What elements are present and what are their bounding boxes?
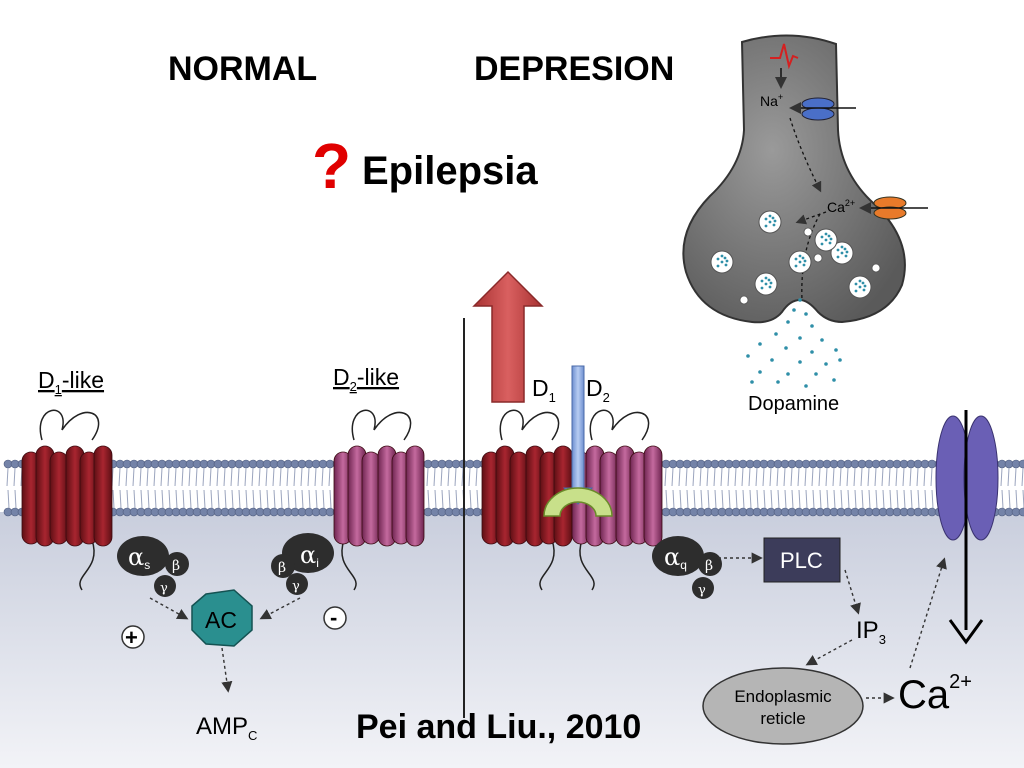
adenylyl-cyclase-icon	[191, 589, 253, 647]
g-protein-i: αi β γ	[271, 533, 334, 595]
svg-text:γ: γ	[698, 583, 706, 598]
header-normal: NORMAL	[168, 50, 317, 88]
svg-text:γ: γ	[160, 581, 168, 596]
minus-sign: -	[330, 605, 337, 630]
d1-like-label: D1-like	[38, 367, 104, 397]
svg-text:αi: αi	[300, 541, 319, 570]
header-depression: DEPRESION	[474, 50, 674, 88]
er-label-line1: Endoplasmic	[734, 687, 832, 706]
svg-text:αq: αq	[664, 543, 687, 572]
action-potential-icon	[770, 43, 799, 70]
svg-text:γ: γ	[292, 579, 300, 594]
ac-label: AC	[205, 607, 237, 633]
calcium-channel-icon	[873, 196, 907, 220]
svg-text:β: β	[278, 560, 286, 576]
d2-label: D2	[586, 375, 610, 405]
ca-ion-label: Ca2+	[898, 671, 972, 717]
svg-text:β: β	[172, 558, 180, 574]
svg-text:αs: αs	[128, 543, 150, 572]
calcium-ion-channel-icon	[935, 415, 999, 541]
plc-label: PLC	[780, 548, 823, 573]
g-protein-s: αs β γ	[117, 536, 189, 597]
heterodimer-binding-icon	[543, 487, 613, 517]
epilepsia-title: Epilepsia	[362, 149, 538, 193]
dopamine-label: Dopamine	[748, 393, 839, 415]
na-label: Na+	[760, 92, 783, 109]
synaptic-vesicles	[710, 210, 881, 305]
d2-like-receptor	[333, 409, 425, 591]
endoplasmic-reticulum-icon	[702, 667, 864, 745]
amp-label: AMPC	[196, 713, 257, 743]
ca-neuron-label: Ca2+	[827, 198, 855, 215]
plus-sign: +	[125, 625, 138, 650]
svg-text:β: β	[705, 558, 713, 574]
sodium-channel-icon	[801, 97, 835, 121]
er-label-line2: reticle	[760, 709, 805, 728]
presynaptic-neuron	[682, 34, 928, 324]
question-mark: ?	[312, 130, 351, 202]
increase-arrow-icon	[472, 270, 544, 403]
plc-box	[763, 537, 841, 583]
released-dopamine-dots	[746, 298, 842, 388]
signaling-pathway-arrows	[149, 552, 947, 704]
d1-like-receptor	[21, 409, 113, 591]
ip3-label: IP3	[856, 617, 886, 647]
d1-receptor	[481, 409, 573, 591]
g-protein-q: αq β γ	[652, 536, 722, 599]
d1-label: D1	[532, 375, 556, 405]
d2-like-label: D2-like	[333, 364, 399, 394]
citation-label: Pei and Liu., 2010	[356, 708, 641, 746]
agonist-arrow-icon	[571, 365, 585, 491]
